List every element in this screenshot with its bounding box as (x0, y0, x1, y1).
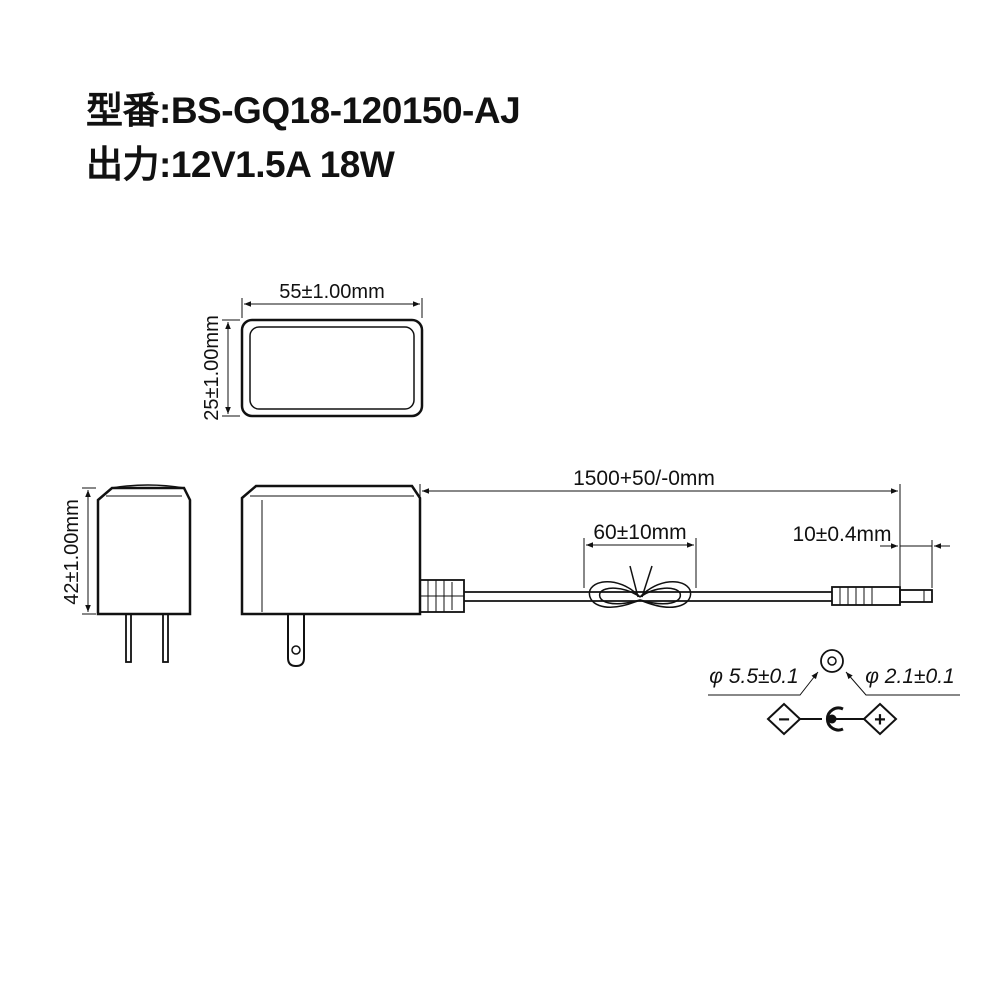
connector-detail (708, 649, 960, 696)
connector-outer-circle (820, 649, 844, 673)
plug-length-label: 10±0.4mm (792, 523, 891, 546)
tie-tail-right (641, 565, 653, 598)
inner-diameter-leader (845, 671, 960, 696)
top-view-inner (249, 326, 415, 410)
connector-inner-circle (827, 656, 837, 666)
cable-loop-right-inner (639, 587, 682, 605)
cable-dimensions (419, 484, 950, 588)
side-prong (287, 614, 305, 668)
polarity-center-dot (827, 714, 837, 724)
cable-tie (588, 565, 692, 608)
side-prong-hole (291, 645, 301, 655)
output-spec-line: 出力:12V1.5A 18W (86, 134, 395, 188)
inner-diameter-label: φ 2.1±0.1 (865, 665, 954, 688)
width-label: 55±1.00mm (279, 281, 384, 303)
front-view (82, 484, 192, 663)
cable-length-label: 1500+50/-0mm (573, 467, 715, 490)
front-view-body (96, 486, 192, 616)
tie-tail-left (629, 565, 639, 598)
cable-tie-label: 60±10mm (593, 521, 686, 544)
polarity-positive-sign: + (874, 709, 886, 731)
top-view (222, 298, 424, 418)
height-label: 42±1.00mm (61, 499, 83, 604)
front-view-top-curve (111, 484, 185, 489)
outer-diameter-leader (708, 671, 819, 696)
model-value: BS-GQ18-120150-AJ (170, 90, 521, 131)
top-view-outer (240, 318, 424, 418)
model-label: 型番: (86, 90, 171, 131)
cable-loop-right-outer (639, 580, 692, 608)
depth-label: 25±1.00mm (201, 315, 223, 420)
front-prong-right (162, 613, 169, 663)
output-value: 12V1.5A 18W (170, 144, 395, 185)
polarity-negative-sign: − (778, 709, 790, 731)
output-label: 出力: (86, 144, 171, 185)
polarity-positive-diamond (862, 702, 898, 736)
dc-plug-body (831, 586, 901, 606)
model-number-line: 型番:BS-GQ18-120150-AJ (86, 80, 521, 134)
front-prong-left (125, 613, 132, 663)
cable-loop-left-outer (588, 580, 641, 608)
polarity-symbol (766, 702, 898, 736)
side-view (240, 484, 933, 668)
polarity-center-c (825, 706, 844, 732)
cable-loop-left-inner (598, 587, 641, 605)
dc-plug-barrel (899, 589, 933, 603)
outer-diameter-label: φ 5.5±0.1 (709, 665, 798, 688)
side-view-body (240, 484, 422, 616)
